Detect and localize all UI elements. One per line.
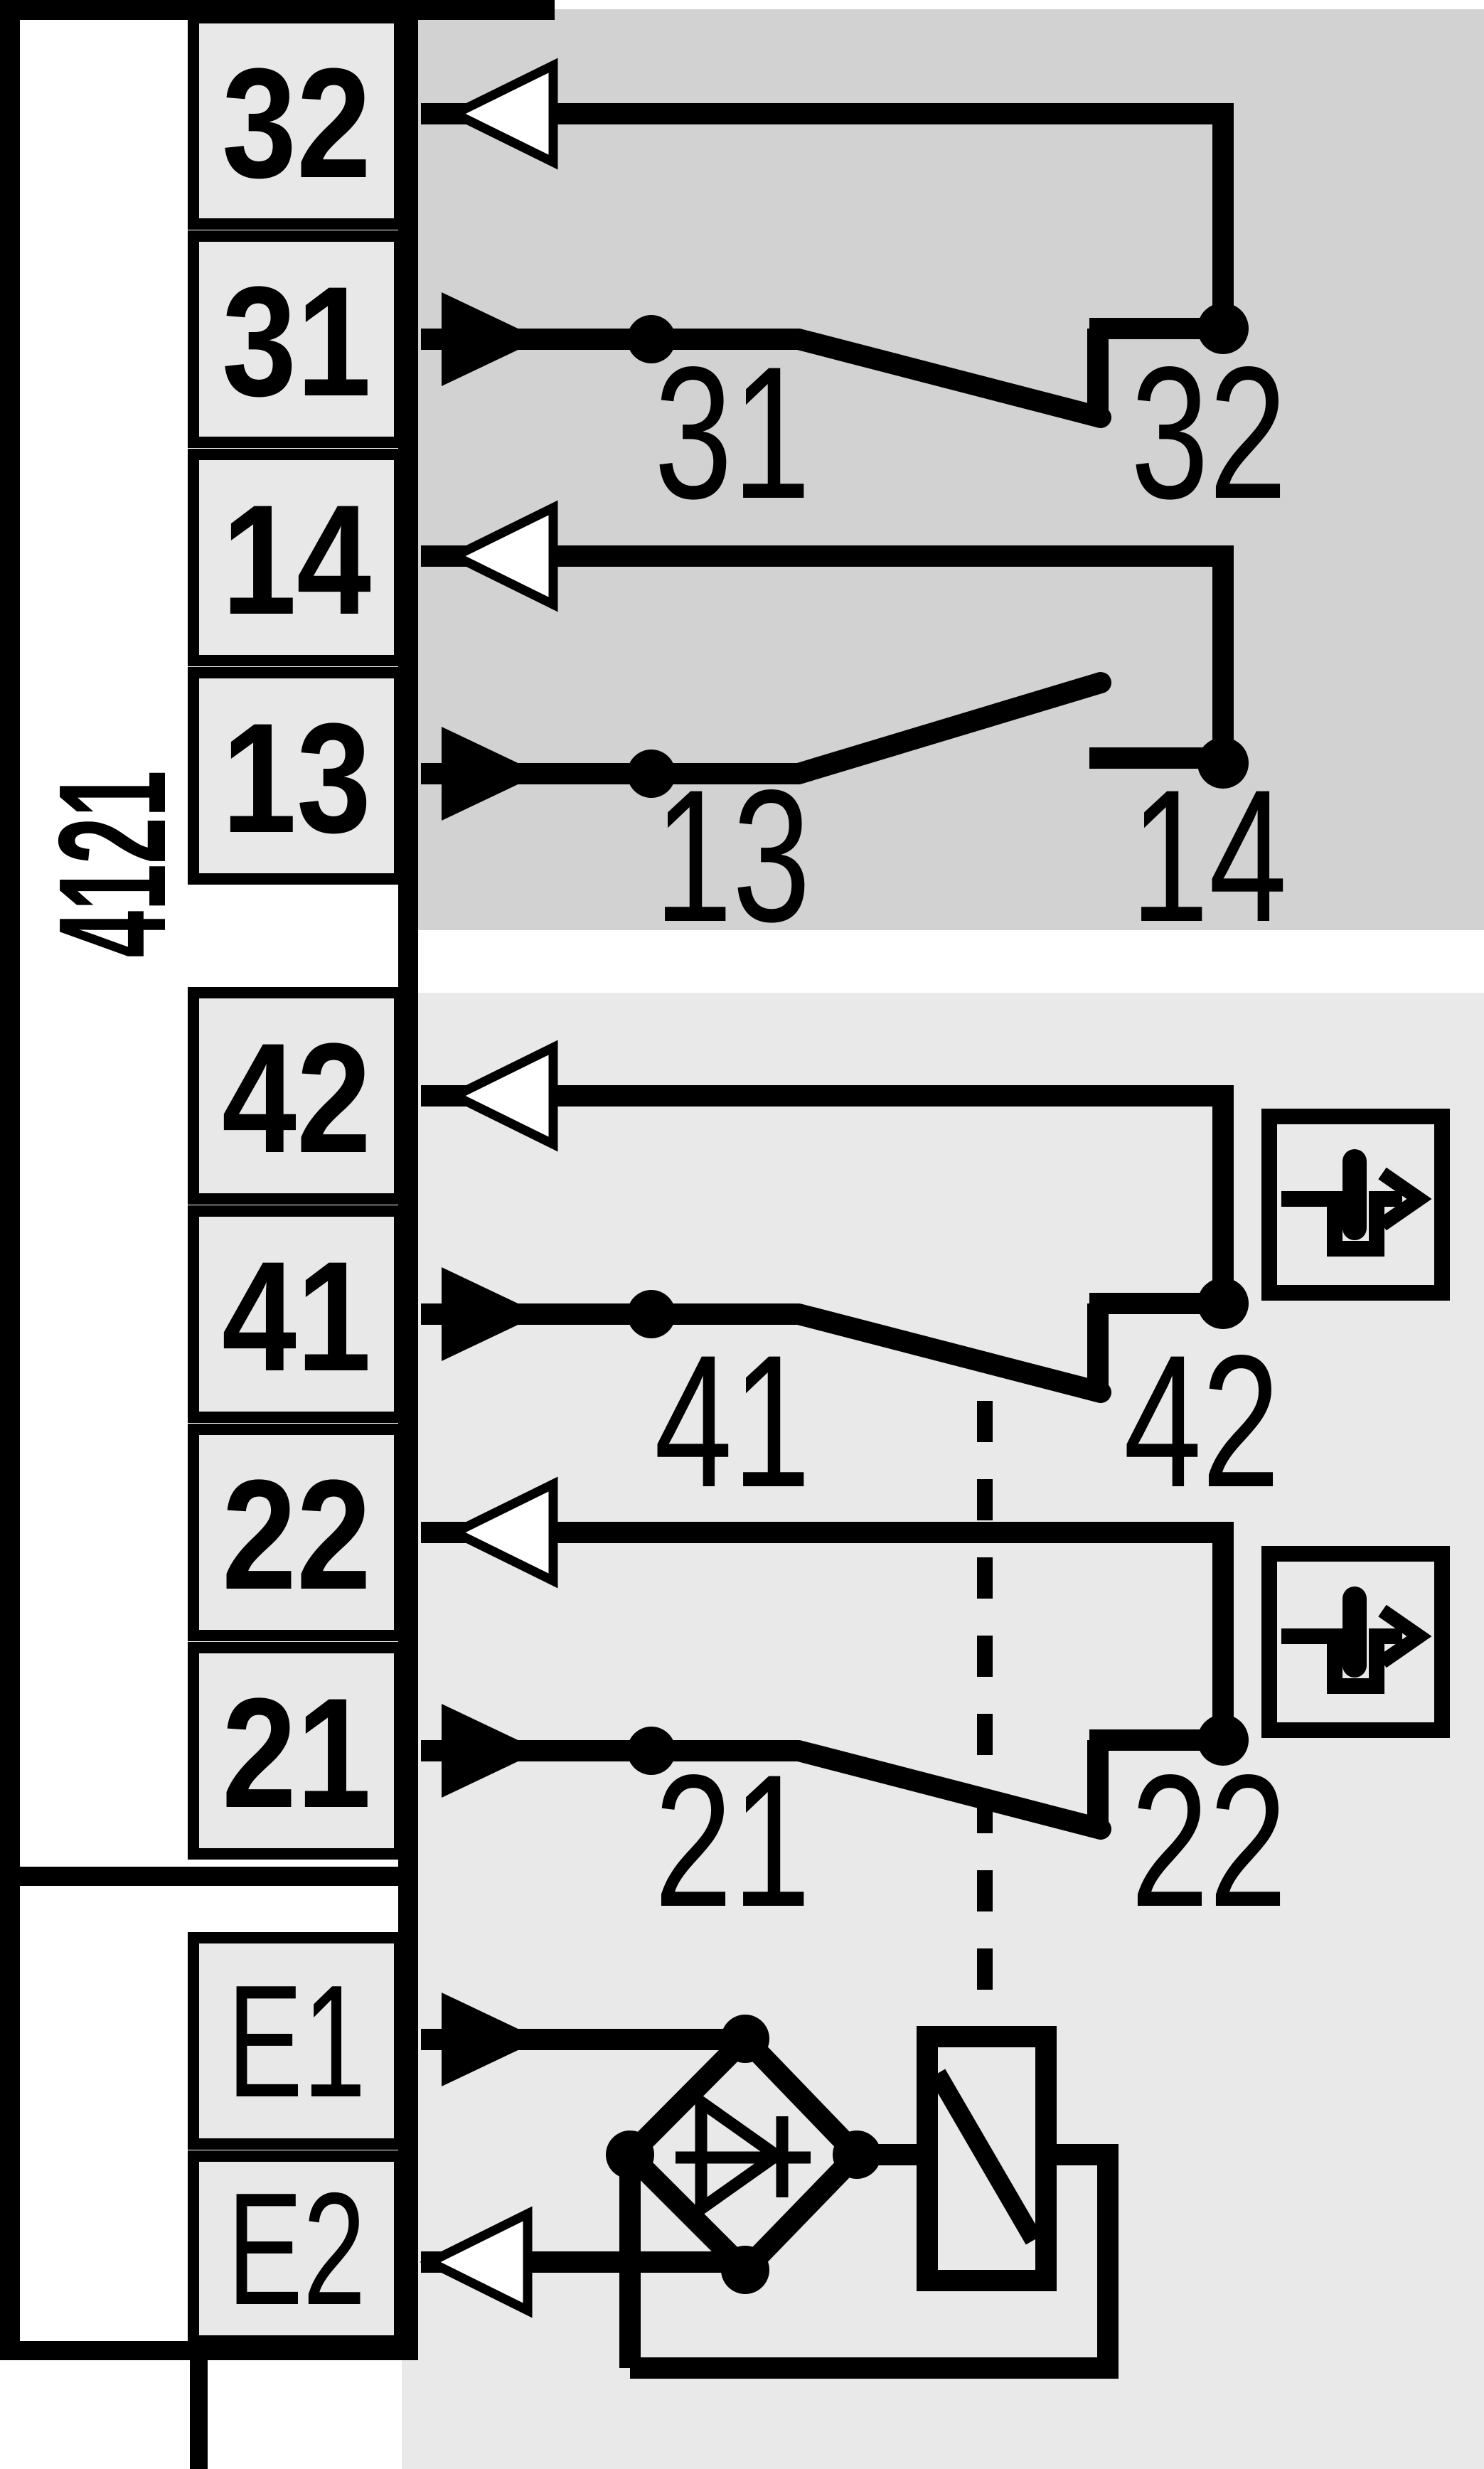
- terminal-label-42: 42: [222, 1010, 371, 1185]
- wire-terminal-22: [421, 1522, 1234, 1729]
- contact-dot-fixed: [1197, 1278, 1249, 1329]
- contact-dot-fixed: [1197, 737, 1249, 789]
- terminal-box-31: [188, 230, 405, 448]
- output-direction-arrow-icon: [420, 2206, 533, 2318]
- output-direction-arrow-icon: [444, 500, 558, 612]
- contact-lever: [788, 1740, 1111, 1840]
- terminal-label-32: 32: [222, 36, 371, 210]
- relay-coil: [917, 2026, 1057, 2291]
- wire-terminal-14: [421, 545, 1234, 752]
- strip-edge-line-bottom: [190, 2360, 208, 2469]
- contact-lever: [788, 1303, 1111, 1403]
- input-direction-arrow-icon: [442, 292, 540, 386]
- bridge-node-bottom: [721, 2246, 769, 2294]
- terminal-box-13: [188, 667, 405, 885]
- terminal-box-E2: [188, 2150, 405, 2347]
- terminal-label-E1: E1: [228, 1951, 366, 2131]
- terminal-box-42: [188, 987, 405, 1205]
- contact-13-14: 13 14: [421, 500, 1287, 961]
- contact-dot-fixed: [1197, 1715, 1249, 1766]
- contact-dot-moving: [627, 750, 676, 798]
- contact-label-41: 41: [654, 1316, 811, 1527]
- terminal-box-E1: [188, 1932, 405, 2150]
- terminal-label-22: 22: [222, 1447, 371, 1622]
- terminal-label-E2: E2: [228, 2159, 366, 2338]
- output-direction-arrow-icon: [444, 58, 558, 170]
- contact-dot-moving: [627, 1727, 676, 1775]
- terminal-box-22: [188, 1424, 405, 1641]
- terminal-box-41: [188, 1205, 405, 1423]
- model-label: 4121: [26, 770, 197, 957]
- contact-lever: [788, 329, 1111, 428]
- terminal-box-21: [188, 1642, 405, 1860]
- input-direction-arrow-icon: [442, 1267, 540, 1361]
- terminal-label-21: 21: [222, 1665, 371, 1840]
- contact-41-42: 41 42: [421, 1040, 1280, 1527]
- contact-label-13: 13: [654, 751, 811, 961]
- contact-dot-fixed: [1197, 303, 1249, 354]
- terminal-label-31: 31: [222, 254, 371, 429]
- contact-label-21: 21: [654, 1736, 811, 1946]
- terminal-label-14: 14: [222, 472, 371, 647]
- contact-label-14: 14: [1131, 751, 1287, 961]
- input-direction-arrow-icon: [442, 727, 540, 821]
- diode-bridge: [606, 2015, 881, 2294]
- contact-31-32: 31 32: [421, 58, 1287, 538]
- output-direction-arrow-icon: [444, 1040, 558, 1152]
- wire-terminal-32: [421, 103, 1234, 318]
- contact-lever: [788, 672, 1111, 784]
- coil-body: [917, 2026, 1057, 2291]
- input-direction-arrow-icon: [442, 1704, 540, 1798]
- coil-diagonal: [929, 2069, 1042, 2245]
- terminal-box-14: [188, 449, 405, 666]
- wire-coil-return-loop: [630, 2144, 1119, 2379]
- contact-dot-moving: [627, 1290, 676, 1338]
- contact-21-22: 21 22: [421, 1476, 1287, 1946]
- input-circuit: [420, 1993, 1119, 2379]
- contact-dot-moving: [627, 315, 676, 363]
- bridge-node-top: [721, 2015, 769, 2063]
- wire-terminal-42: [421, 1085, 1234, 1293]
- contact-label-42: 42: [1123, 1316, 1280, 1527]
- terminal-box-32: [188, 12, 405, 230]
- output-direction-arrow-icon: [444, 1476, 558, 1589]
- input-section-top-bar: [18, 1867, 402, 1886]
- terminal-label-13: 13: [222, 690, 371, 865]
- diode-icon: [695, 2090, 787, 2221]
- frame-left-bar: [0, 0, 20, 2360]
- contact-label-22: 22: [1131, 1736, 1287, 1946]
- contact-label-32: 32: [1131, 328, 1287, 538]
- terminal-strip: 32 31 14 13 42 41 22 21 E1 E2: [188, 12, 405, 2347]
- input-direction-arrow-icon: [442, 1993, 540, 2086]
- contact-label-31: 31: [654, 328, 811, 538]
- terminal-label-41: 41: [222, 1229, 371, 1404]
- panel-dark-contact-group-upper: [402, 9, 1484, 930]
